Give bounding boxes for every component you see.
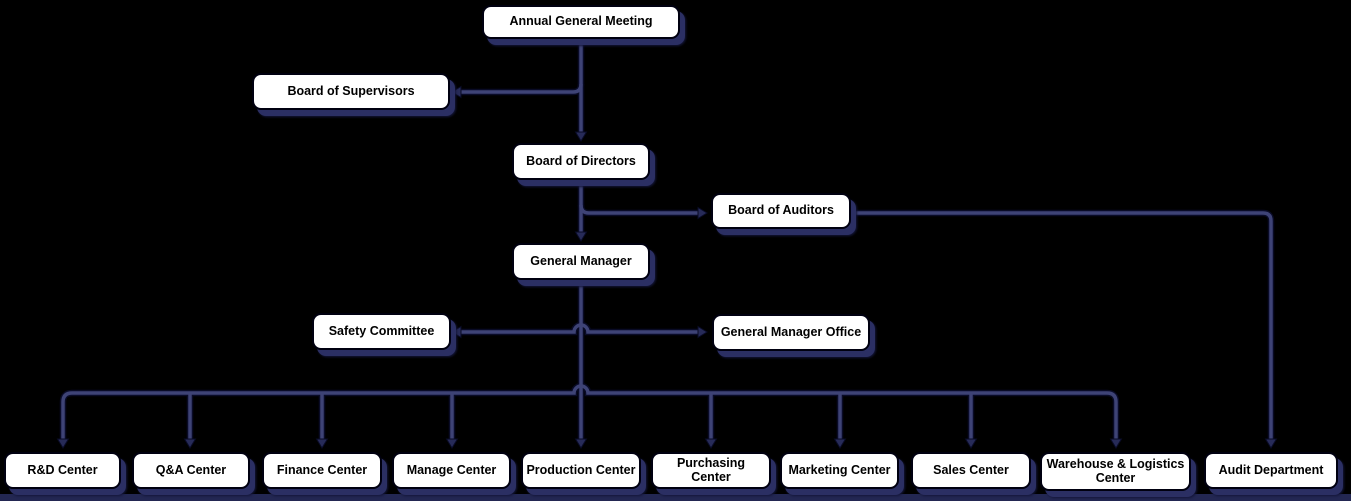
node-warehouse-logistics-center[interactable]: Warehouse & Logistics Center bbox=[1040, 452, 1191, 491]
node-board-of-supervisors[interactable]: Board of Supervisors bbox=[252, 73, 450, 110]
node-sales-center[interactable]: Sales Center bbox=[911, 452, 1031, 489]
node-qa-center[interactable]: Q&A Center bbox=[132, 452, 250, 489]
node-label: Finance Center bbox=[276, 462, 368, 477]
node-label: Warehouse & Logistics Center bbox=[1046, 457, 1185, 485]
arrowheads bbox=[56, 85, 1278, 449]
node-label: Production Center bbox=[526, 462, 636, 477]
node-annual-general-meeting[interactable]: Annual General Meeting bbox=[482, 5, 680, 39]
node-label: Manage Center bbox=[406, 462, 497, 477]
node-label: General Manager Office bbox=[720, 324, 862, 339]
node-label: Purchasing Center bbox=[676, 456, 746, 484]
node-label: R&D Center bbox=[27, 462, 98, 477]
node-label: Board of Supervisors bbox=[287, 83, 415, 98]
node-purchasing-center[interactable]: Purchasing Center bbox=[651, 452, 771, 489]
node-board-of-directors[interactable]: Board of Directors bbox=[512, 143, 650, 180]
connector-outlines bbox=[59, 40, 1275, 439]
node-finance-center[interactable]: Finance Center bbox=[262, 452, 382, 489]
node-production-center[interactable]: Production Center bbox=[521, 452, 641, 489]
node-board-of-auditors[interactable]: Board of Auditors bbox=[711, 193, 851, 229]
node-label: Q&A Center bbox=[155, 462, 227, 477]
bottom-border-band bbox=[0, 494, 1351, 501]
node-label: Board of Auditors bbox=[728, 203, 834, 218]
node-label: Safety Committee bbox=[328, 323, 435, 338]
node-general-manager-office[interactable]: General Manager Office bbox=[712, 314, 870, 351]
node-label: Audit Department bbox=[1218, 462, 1324, 477]
node-label: Sales Center bbox=[933, 462, 1009, 477]
node-label: Marketing Center bbox=[788, 462, 891, 477]
connector-strokes bbox=[61, 40, 1273, 439]
node-audit-department[interactable]: Audit Department bbox=[1204, 452, 1338, 489]
node-general-manager[interactable]: General Manager bbox=[512, 243, 650, 280]
node-label: General Manager bbox=[530, 253, 632, 268]
node-label: Board of Directors bbox=[526, 153, 636, 168]
node-rd-center[interactable]: R&D Center bbox=[4, 452, 121, 489]
node-safety-committee[interactable]: Safety Committee bbox=[312, 313, 451, 350]
node-manage-center[interactable]: Manage Center bbox=[392, 452, 511, 489]
node-marketing-center[interactable]: Marketing Center bbox=[780, 452, 899, 489]
node-label: Annual General Meeting bbox=[509, 14, 653, 29]
